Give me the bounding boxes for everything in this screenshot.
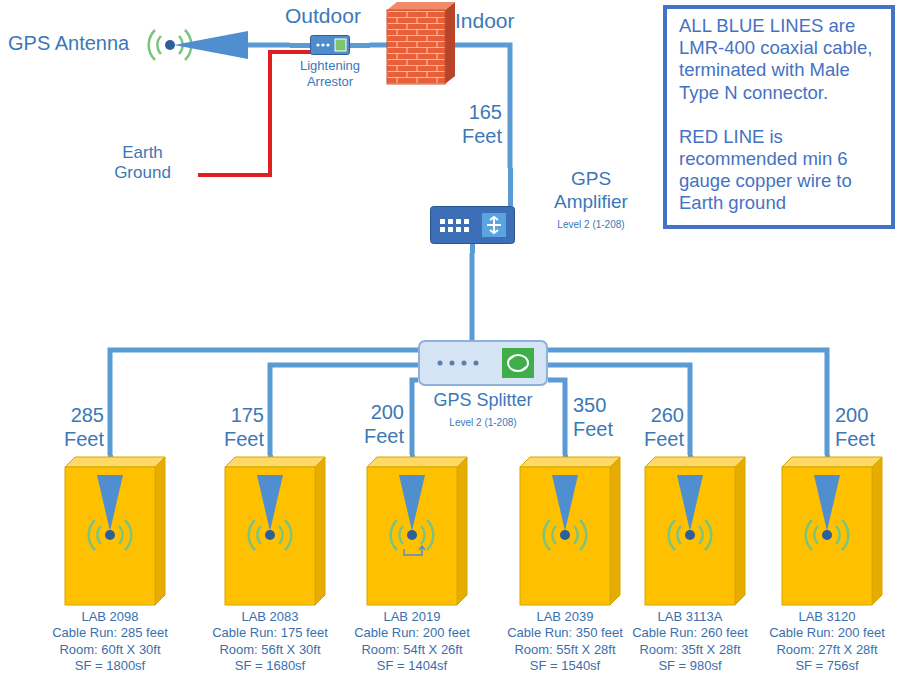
splitter-node: GPS SplitterLevel 2 (1-208) <box>418 340 548 431</box>
firewall-wall <box>387 2 455 84</box>
coax-stub <box>470 244 475 253</box>
amp-node: GPS AmplifierLevel 2 (1-208) <box>430 168 640 253</box>
lab-detail: SF = 1680sf <box>196 658 344 674</box>
lab-name: LAB 2098 <box>36 609 184 625</box>
antenna-node: GPS Antenna <box>8 12 248 78</box>
lab-detail: SF = 1800sf <box>36 658 184 674</box>
coax-cable <box>110 350 418 455</box>
lab-name: LAB 2019 <box>338 609 486 625</box>
text-block: LAB 2098Cable Run: 285 feetRoom: 60ft X … <box>36 609 184 674</box>
lab-detail: Cable Run: 200 feet <box>753 625 899 641</box>
lab-detail: SF = 756sf <box>753 658 899 674</box>
antenna-label: GPS Antenna <box>8 32 126 55</box>
lab-detail: Room: 56ft X 30ft <box>196 642 344 658</box>
lab-detail: Cable Run: 200 feet <box>338 625 486 641</box>
coax-cable <box>470 253 475 340</box>
location-label: Level 2 (1-208) <box>542 218 640 231</box>
lab-detail: SF = 980sf <box>616 658 764 674</box>
coax-stub <box>290 43 310 48</box>
text-block: LAB 2039Cable Run: 350 feetRoom: 55ft X … <box>491 609 639 674</box>
device-label: GPS Splitter <box>418 390 548 412</box>
lab-detail: Room: 35ft X 28ft <box>616 642 764 658</box>
ground-label: Earth Ground <box>100 143 185 184</box>
coax-stub <box>508 168 513 206</box>
location-label: Level 2 (1-208) <box>418 416 548 429</box>
node-graphic <box>348 455 476 607</box>
lab-detail: Cable Run: 260 feet <box>616 625 764 641</box>
zone-label: Outdoor <box>285 3 395 28</box>
note-node: ALL BLUE LINES are LMR-400 coaxial cable… <box>663 5 895 229</box>
arrestor-node: Lightening Arrestor <box>290 33 370 91</box>
coax-cable <box>548 350 827 455</box>
coax-cable <box>548 380 565 455</box>
cable-length: 200 Feet <box>352 400 404 448</box>
lab-detail: Cable Run: 350 feet <box>491 625 639 641</box>
node-graphic <box>763 455 891 607</box>
lab-name: LAB 3120 <box>753 609 899 625</box>
lab-room: LAB 2083Cable Run: 175 feetRoom: 56ft X … <box>206 455 334 674</box>
zone-label: Indoor <box>455 8 555 33</box>
text-block: LAB 2019Cable Run: 200 feetRoom: 54ft X … <box>338 609 486 674</box>
lab-room: LAB 2039Cable Run: 350 feetRoom: 55ft X … <box>501 455 629 674</box>
lab-name: LAB 3113A <box>616 609 764 625</box>
device-label: GPS Amplifier <box>542 168 640 214</box>
text-block: GPS SplitterLevel 2 (1-208) <box>418 390 548 429</box>
node-graphic <box>418 340 548 386</box>
coax-cable <box>548 365 690 455</box>
lab-detail: Room: 54ft X 26ft <box>338 642 486 658</box>
node-graphic <box>430 206 515 244</box>
text-block: Lightening Arrestor <box>290 58 370 89</box>
note-text: RED LINE is recommended min 6 gauge copp… <box>679 126 881 215</box>
lab-detail: Room: 55ft X 28ft <box>491 642 639 658</box>
node-graphic <box>501 455 629 607</box>
lab-detail: Room: 60ft X 30ft <box>36 642 184 658</box>
node-graphic <box>46 455 174 607</box>
lab-name: LAB 2039 <box>491 609 639 625</box>
node-graphic <box>128 12 248 78</box>
coax-cable <box>248 43 290 48</box>
text-block: LAB 3120Cable Run: 200 feetRoom: 27ft X … <box>753 609 899 674</box>
text-block: LAB 3113ACable Run: 260 feetRoom: 35ft X… <box>616 609 764 674</box>
text-block: GPS AmplifierLevel 2 (1-208) <box>542 168 640 231</box>
coax-cable <box>270 365 418 455</box>
lab-room: LAB 2019Cable Run: 200 feetRoom: 54ft X … <box>348 455 476 674</box>
text-block: LAB 2083Cable Run: 175 feetRoom: 56ft X … <box>196 609 344 674</box>
cable-length: 165 Feet <box>450 100 502 148</box>
lab-room: LAB 3120Cable Run: 200 feetRoom: 27ft X … <box>763 455 891 674</box>
lab-detail: SF = 1404sf <box>338 658 486 674</box>
coax-stub <box>350 43 370 48</box>
node-graphic <box>626 455 754 607</box>
cable-length: 200 Feet <box>835 403 890 451</box>
lab-detail: SF = 1540sf <box>491 658 639 674</box>
node-graphic <box>206 455 334 607</box>
lab-room: LAB 2098Cable Run: 285 feetRoom: 60ft X … <box>46 455 174 674</box>
cable-length: 285 Feet <box>52 403 104 451</box>
lab-detail: Cable Run: 175 feet <box>196 625 344 641</box>
cable-length: 350 Feet <box>573 393 628 441</box>
lab-detail: Room: 27ft X 28ft <box>753 642 899 658</box>
lab-room: LAB 3113ACable Run: 260 feetRoom: 35ft X… <box>626 455 754 674</box>
lab-name: LAB 2083 <box>196 609 344 625</box>
coax-cable <box>412 380 418 455</box>
ground-wire <box>198 52 314 175</box>
note-text: ALL BLUE LINES are LMR-400 coaxial cable… <box>679 15 881 104</box>
text-block: GPS Antenna <box>8 32 126 55</box>
lab-detail: Cable Run: 285 feet <box>36 625 184 641</box>
cable-length: 175 Feet <box>212 403 264 451</box>
cable-length: 260 Feet <box>632 403 684 451</box>
device-label: Lightening Arrestor <box>290 58 370 89</box>
node-graphic <box>310 35 350 55</box>
